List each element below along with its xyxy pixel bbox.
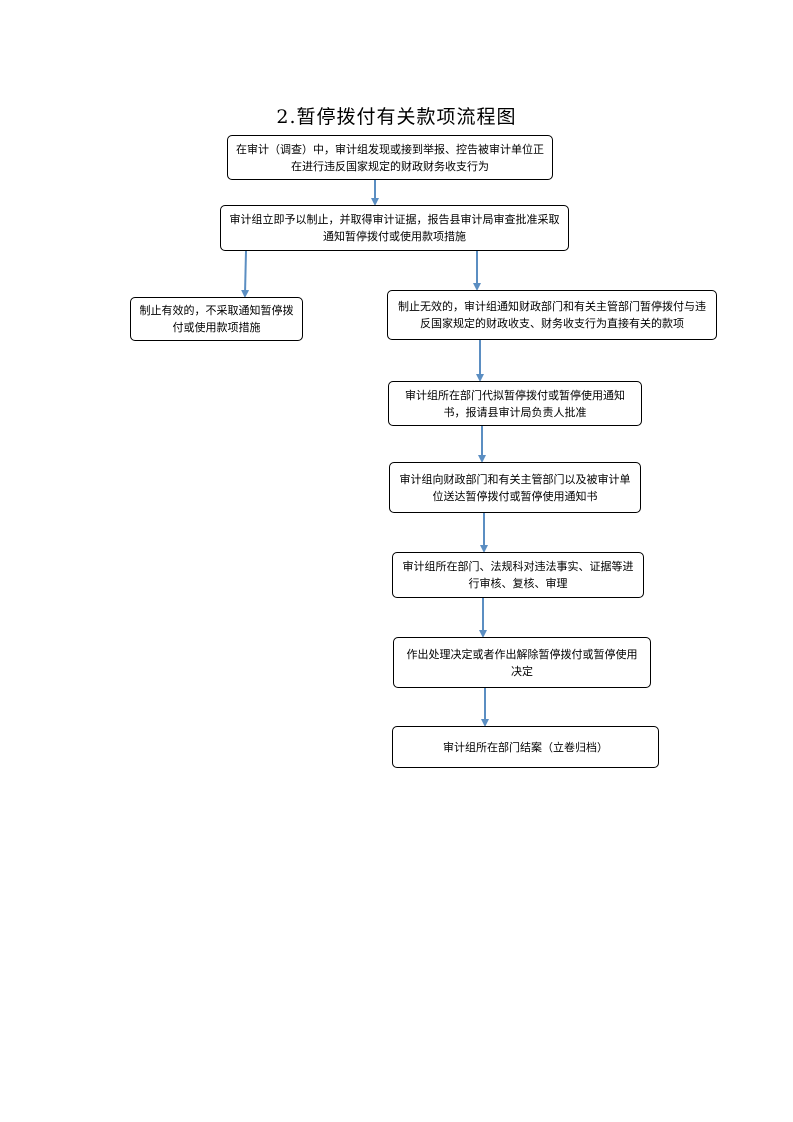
flow-node-draft-notice: 审计组所在部门代拟暂停拨付或暂停使用通知书，报请县审计局负责人批准: [388, 381, 642, 426]
page-title: 2.暂停拨付有关款项流程图: [276, 106, 517, 128]
flow-node-stop-and-report: 审计组立即予以制止，并取得审计证据，报告县审计局审查批准采取通知暂停拨付或使用款…: [220, 205, 569, 251]
flow-node-discovery-text: 在审计（调查）中，审计组发现或接到举报、控告被审计单位正在进行违反国家规定的财政…: [236, 142, 544, 173]
flow-node-stop-ineffective: 制止无效的，审计组通知财政部门和有关主管部门暂停拨付与违反国家规定的财政收支、财…: [387, 290, 717, 340]
flow-node-draft-notice-text: 审计组所在部门代拟暂停拨付或暂停使用通知书，报请县审计局负责人批准: [405, 388, 625, 419]
flow-node-decision-text: 作出处理决定或者作出解除暂停拨付或暂停使用决定: [406, 647, 638, 678]
flow-node-review-text: 审计组所在部门、法规科对违法事实、证据等进行审核、复核、审理: [402, 560, 634, 590]
flow-node-discovery: 在审计（调查）中，审计组发现或接到举报、控告被审计单位正在进行违反国家规定的财政…: [227, 135, 553, 180]
flow-node-review: 审计组所在部门、法规科对违法事实、证据等进行审核、复核、审理: [392, 552, 644, 598]
flow-node-close-case-text: 审计组所在部门结案（立卷归档）: [443, 740, 608, 754]
flow-node-decision: 作出处理决定或者作出解除暂停拨付或暂停使用决定: [393, 637, 651, 688]
flow-node-deliver-notice: 审计组向财政部门和有关主管部门以及被审计单位送达暂停拨付或暂停使用通知书: [389, 462, 641, 513]
arrow-n2-n3: [241, 250, 250, 298]
flow-node-stop-effective-text: 制止有效的，不采取通知暂停拨付或使用款项措施: [139, 304, 294, 334]
flow-node-stop-effective: 制止有效的，不采取通知暂停拨付或使用款项措施: [130, 297, 303, 341]
flow-node-close-case: 审计组所在部门结案（立卷归档）: [392, 726, 659, 768]
flow-node-stop-and-report-text: 审计组立即予以制止，并取得审计证据，报告县审计局审查批准采取通知暂停拨付或使用款…: [229, 213, 560, 243]
flow-node-deliver-notice-text: 审计组向财政部门和有关主管部门以及被审计单位送达暂停拨付或暂停使用通知书: [399, 472, 631, 503]
flow-node-stop-ineffective-text: 制止无效的，审计组通知财政部门和有关主管部门暂停拨付与违反国家规定的财政收支、财…: [398, 300, 706, 330]
